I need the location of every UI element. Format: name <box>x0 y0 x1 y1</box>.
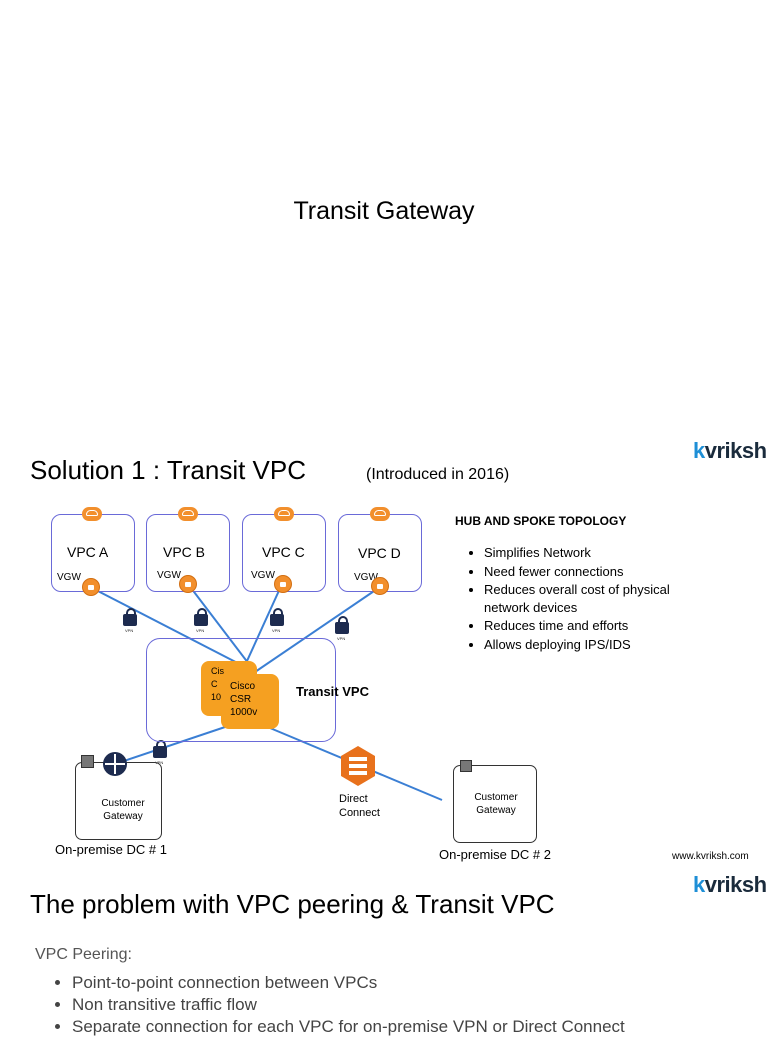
customer-gateway-dc2 <box>453 765 537 843</box>
cloud-icon <box>370 507 390 521</box>
router-front-line: CSR <box>230 694 252 705</box>
vpc-peering-bullets: Point-to-point connection between VPCs N… <box>30 972 768 1038</box>
vpn-lock-icon <box>123 608 137 626</box>
peering-bullet: Separate connection for each VPC for on-… <box>72 1016 768 1038</box>
topology-bullet: Reduces overall cost of physical network… <box>484 581 715 616</box>
vpn-lock-icon <box>270 608 284 626</box>
building-icon <box>81 755 94 768</box>
vgw-label: VGW <box>251 570 275 581</box>
line-dc1 <box>114 721 241 765</box>
vgw-lock-icon <box>371 577 389 595</box>
vpc-b-label: VPC B <box>163 544 206 560</box>
website-footer: www.kvriksh.com <box>672 851 749 862</box>
router-back-line: 10 <box>211 692 222 702</box>
vgw-lock-icon <box>82 578 100 596</box>
vpc-peering-heading: VPC Peering: <box>35 946 132 963</box>
vgw-label: VGW <box>157 570 181 581</box>
vpc-c-label: VPC C <box>262 544 305 560</box>
vpn-tag: VPN <box>272 628 281 633</box>
slide2-subtitle: (Introduced in 2016) <box>366 466 510 483</box>
cloud-icon <box>82 507 102 521</box>
line-vpc-a <box>91 587 256 673</box>
vpn-lock-icon <box>194 608 208 626</box>
building-icon <box>460 760 472 772</box>
vgw-label: VGW <box>354 572 378 583</box>
slide3-title: The problem with VPC peering & Transit V… <box>30 889 555 919</box>
topology-heading: HUB AND SPOKE TOPOLOGY <box>455 514 627 528</box>
peering-bullet: Non transitive traffic flow <box>72 994 768 1016</box>
vpc-d-label: VPC D <box>358 545 401 561</box>
line-vpc-c <box>241 583 283 673</box>
vgw-lock-icon <box>179 575 197 593</box>
cloud-icon <box>178 507 198 521</box>
kvriksh-logo: kvriksh <box>693 872 767 897</box>
router-back-line: Cis <box>211 666 224 676</box>
topology-bullet: Simplifies Network <box>484 544 715 562</box>
line-vpc-b <box>187 583 256 673</box>
vpn-lock-icon <box>153 740 167 758</box>
topology-bullet: Need fewer connections <box>484 563 715 581</box>
cg-line: Customer <box>101 798 145 809</box>
dc2-label: On-premise DC # 2 <box>439 847 551 862</box>
customer-gateway-label: Customer Gateway <box>463 791 529 817</box>
slide2-title: Solution 1 : Transit VPC <box>30 455 307 485</box>
cg-line: Customer <box>474 792 518 803</box>
vpn-lock-icon <box>335 616 349 634</box>
router-front-line: Cisco <box>230 681 256 692</box>
dc-line: Direct <box>339 793 368 805</box>
router-icon <box>103 752 127 776</box>
cg-line: Gateway <box>476 805 516 816</box>
dc-line: Connect <box>339 807 380 819</box>
direct-connect-icon <box>341 746 375 786</box>
direct-connect-label: Direct Connect <box>339 792 380 820</box>
vgw-lock-icon <box>274 575 292 593</box>
vpn-tag: VPN <box>337 636 346 641</box>
dc1-label: On-premise DC # 1 <box>55 842 167 857</box>
topology-bullet: Allows deploying IPS/IDS <box>484 636 715 654</box>
cloud-icon <box>274 507 294 521</box>
vpc-a-label: VPC A <box>67 544 109 560</box>
peering-bullet: Point-to-point connection between VPCs <box>72 972 768 994</box>
vgw-label: VGW <box>57 572 81 583</box>
topology-bullet: Reduces time and efforts <box>484 617 715 635</box>
cg-line: Gateway <box>103 811 143 822</box>
router-back-line: C <box>211 679 218 689</box>
topology-bullets: Simplifies Network Need fewer connection… <box>455 544 715 654</box>
transit-vpc-box <box>146 638 336 742</box>
router-front-line: 1000v <box>230 707 258 718</box>
kvriksh-logo: kvriksh <box>693 438 767 463</box>
slide-title-transit-gateway: Transit Gateway <box>293 197 475 225</box>
customer-gateway-label: Customer Gateway <box>90 797 156 823</box>
vpn-tag: VPN <box>125 628 134 633</box>
vpn-tag: VPN <box>196 628 205 633</box>
cisco-router-front: Cisco CSR 1000v <box>221 674 279 729</box>
line-vpc-d <box>254 586 381 673</box>
transit-vpc-label: Transit VPC <box>296 684 369 699</box>
